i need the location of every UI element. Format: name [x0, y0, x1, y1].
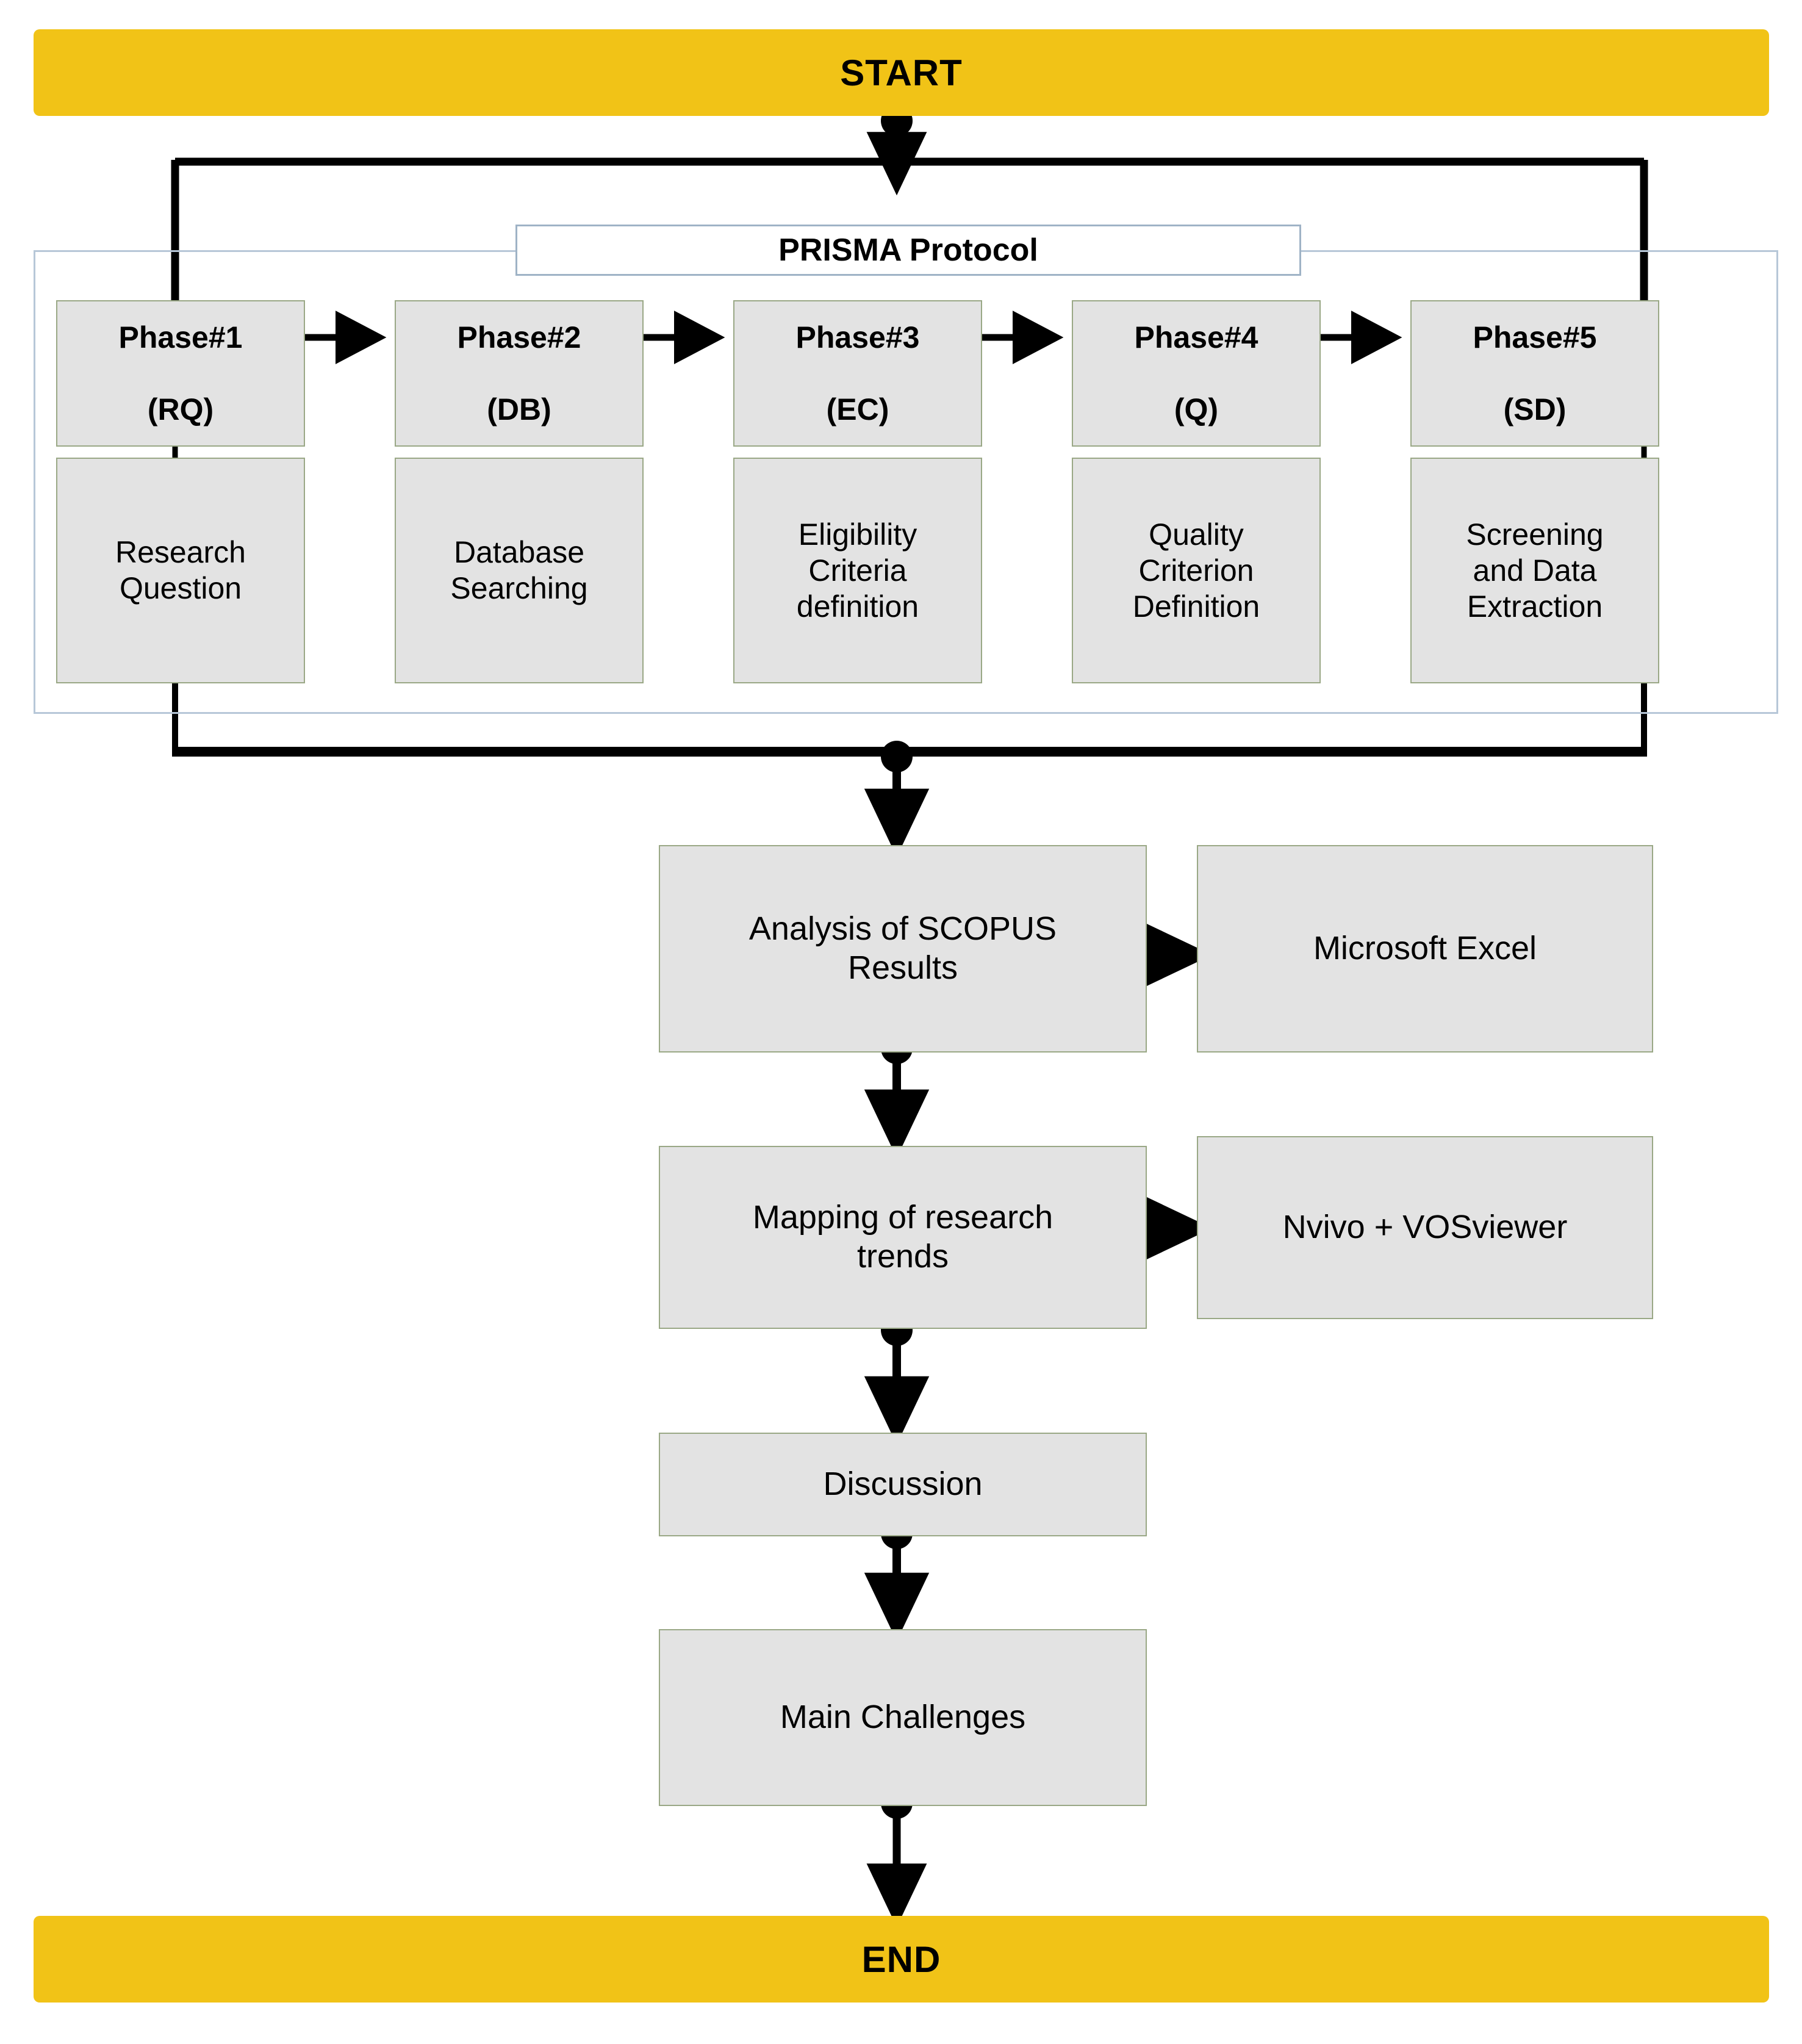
end-banner-label: END	[861, 1938, 941, 1980]
phase3-title-code: Phase#3(EC)	[795, 320, 920, 426]
start-banner-label: START	[840, 52, 963, 93]
bus-merge-dot	[881, 741, 913, 772]
phase-box-phase5[interactable]: Phase#5(SD)	[1410, 300, 1659, 447]
phase-box-phase3[interactable]: Phase#3(EC)	[733, 300, 982, 447]
phase-box-phase4[interactable]: Phase#4(Q)	[1072, 300, 1321, 447]
phase-box-phase1[interactable]: Phase#1(RQ)	[56, 300, 305, 447]
phase-box-phase2[interactable]: Phase#2(DB)	[395, 300, 644, 447]
nvivo-label: Nvivo + VOSviewer	[1282, 1209, 1568, 1246]
prisma-protocol-label: PRISMA Protocol	[515, 225, 1301, 276]
phase5-title-code: Phase#5(SD)	[1473, 320, 1597, 426]
challenges-label: Main Challenges	[780, 1699, 1026, 1736]
end-banner: END	[34, 1916, 1769, 2003]
discussion-label: Discussion	[823, 1466, 983, 1503]
prisma-protocol-label-text: PRISMA Protocol	[778, 232, 1038, 268]
phase4-title-code: Phase#4(Q)	[1134, 320, 1258, 426]
node-discussion[interactable]: Discussion	[659, 1433, 1147, 1536]
node-nvivo-vosviewer[interactable]: Nvivo + VOSviewer	[1197, 1136, 1653, 1319]
excel-label: Microsoft Excel	[1313, 930, 1537, 967]
phase1-title-code: Phase#1(RQ)	[118, 320, 243, 426]
phase2-title-code: Phase#2(DB)	[457, 320, 581, 426]
start-banner: START	[34, 29, 1769, 116]
node-microsoft-excel[interactable]: Microsoft Excel	[1197, 845, 1653, 1053]
node-main-challenges[interactable]: Main Challenges	[659, 1629, 1147, 1806]
